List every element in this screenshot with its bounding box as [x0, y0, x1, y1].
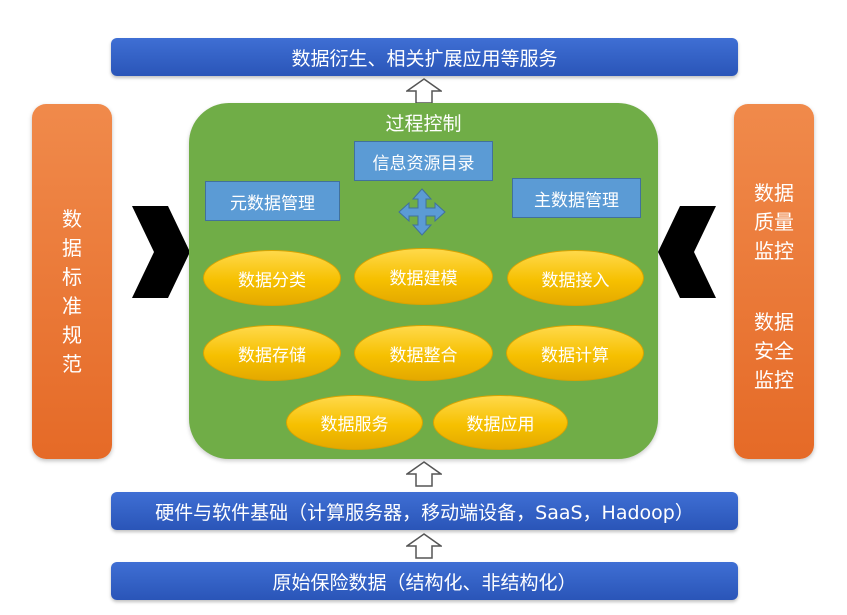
metadata-management-box: 元数据管理 [205, 181, 340, 221]
right-panel-line: 安全 [754, 339, 794, 363]
up-arrow-icon [406, 78, 442, 104]
chevron-left-icon [658, 206, 716, 298]
left-panel-char: 规 [62, 323, 82, 347]
four-way-arrow-icon [398, 188, 446, 236]
right-panel-line: 数据 [754, 181, 794, 205]
process-control-panel: 过程控制 信息资源目录 元数据管理 主数据管理 数据分类 数据建模 数据接入 数… [189, 103, 658, 459]
master-data-management-box: 主数据管理 [512, 178, 641, 218]
data-service-oval: 数据服务 [286, 395, 423, 450]
right-monitor-panel: 数据 质量 监控 数据 安全 监控 [734, 104, 814, 459]
raw-insurance-data-bar: 原始保险数据（结构化、非结构化） [111, 562, 738, 600]
left-panel-char: 数 [62, 207, 82, 231]
info-resource-catalog-box: 信息资源目录 [354, 141, 493, 181]
hardware-software-bar-label: 硬件与软件基础（计算服务器，移动端设备，SaaS，Hadoop） [155, 501, 694, 524]
right-panel-line: 监控 [754, 239, 794, 263]
left-standard-panel: 数 据 标 准 规 范 [32, 104, 112, 459]
data-modeling-oval: 数据建模 [354, 248, 493, 305]
left-panel-char: 准 [62, 294, 82, 318]
process-control-title: 过程控制 [385, 113, 462, 135]
data-integration-oval: 数据整合 [354, 325, 493, 381]
up-arrow-icon [406, 533, 442, 559]
data-computation-oval: 数据计算 [506, 325, 644, 381]
data-storage-oval: 数据存储 [203, 325, 341, 381]
left-panel-char: 据 [62, 236, 82, 260]
up-arrow-icon [406, 461, 442, 487]
left-panel-char: 范 [62, 352, 82, 376]
hardware-software-bar: 硬件与软件基础（计算服务器，移动端设备，SaaS，Hadoop） [111, 492, 738, 530]
top-service-bar-label: 数据衍生、相关扩展应用等服务 [291, 47, 558, 70]
data-ingestion-oval: 数据接入 [507, 250, 644, 306]
right-panel-line: 质量 [754, 210, 794, 234]
right-panel-line: 监控 [754, 368, 794, 392]
raw-insurance-data-bar-label: 原始保险数据（结构化、非结构化） [272, 571, 577, 594]
top-service-bar: 数据衍生、相关扩展应用等服务 [111, 38, 738, 76]
data-application-oval: 数据应用 [433, 395, 568, 450]
data-classification-oval: 数据分类 [203, 250, 341, 306]
left-panel-char: 标 [62, 265, 82, 289]
chevron-right-icon [132, 206, 190, 298]
right-panel-line: 数据 [754, 310, 794, 334]
